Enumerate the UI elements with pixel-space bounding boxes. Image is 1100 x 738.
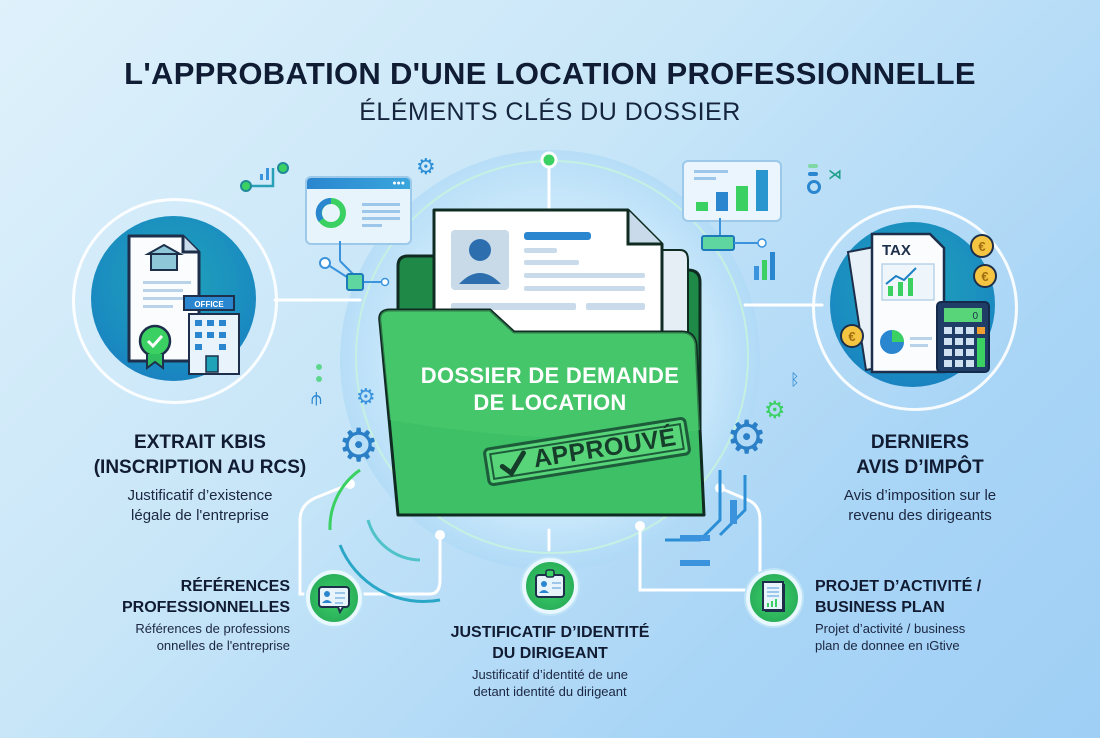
decor-ring bbox=[807, 180, 821, 194]
impot-title-line2: AVIS D’IMPÔT bbox=[856, 457, 984, 478]
references-title-line2: PROFESSIONNELLES bbox=[121, 599, 290, 616]
decor-dash bbox=[808, 164, 818, 168]
business-title-line2: BUSINESS PLAN bbox=[815, 599, 945, 616]
kbis-title-line2: (INSCRIPTION AU RCS) bbox=[93, 457, 307, 478]
kbis-description: Justificatif d’existence légale de l'ent… bbox=[60, 486, 340, 526]
folder-label: DOSSIER DE DEMANDE DE LOCATION bbox=[390, 362, 710, 416]
document-office-building-icon: OFFICE bbox=[127, 234, 240, 375]
impot-circle-ring bbox=[812, 205, 1018, 411]
decor-dot bbox=[316, 364, 322, 370]
gear-icon-small-left: ⚙ bbox=[356, 384, 376, 409]
decor-dot bbox=[316, 376, 322, 382]
kbis-desc-line1: Justificatif d’existence bbox=[127, 487, 273, 504]
gear-icon-green: ⚙ bbox=[764, 397, 786, 424]
office-sign-text: OFFICE bbox=[194, 300, 224, 309]
references-icon-circle bbox=[306, 570, 362, 626]
checkmark-icon bbox=[499, 449, 526, 477]
svg-text:€: € bbox=[978, 239, 985, 254]
impot-description: Avis d’imposition sur le revenu des diri… bbox=[780, 486, 1060, 526]
references-title: RÉFÉRENCES PROFESSIONNELLES bbox=[100, 576, 290, 618]
kbis-circle-ring bbox=[72, 198, 278, 404]
svg-text:€: € bbox=[848, 329, 855, 344]
identite-description: Justificatif d’identité de une detant id… bbox=[400, 666, 700, 700]
impot-desc-line1: Avis d’imposition sur le bbox=[843, 487, 997, 504]
mini-chart-connector-icon bbox=[240, 162, 289, 192]
business-desc-line1: Projet d’activité / business bbox=[815, 621, 966, 636]
bluetooth-icon: ᛒ bbox=[790, 372, 800, 389]
kbis-desc-line2: légale de l'entreprise bbox=[131, 507, 269, 524]
network-node-icon bbox=[319, 241, 390, 291]
identite-title-line2: DU DIRIGEANT bbox=[492, 645, 608, 662]
page-subtitle: ÉLÉMENTS CLÉS DU DOSSIER bbox=[359, 98, 741, 126]
connector-plug-icon: ⫛ bbox=[311, 388, 322, 408]
identite-desc-line2: detant identité du dirigeant bbox=[473, 684, 627, 699]
gear-icon: ⚙ bbox=[416, 154, 436, 179]
folder-label-line1: DOSSIER DE DEMANDE bbox=[420, 363, 680, 388]
id-badge-icon bbox=[535, 569, 565, 598]
folder-label-line2: DE LOCATION bbox=[473, 390, 627, 415]
bar-chart-window-icon bbox=[682, 160, 782, 222]
decor-network-icon: ⋊ bbox=[828, 166, 842, 182]
references-desc-line2: onnelles de l'entreprise bbox=[156, 638, 290, 653]
calculator-display: 0 bbox=[972, 311, 978, 322]
business-plan-chart-icon bbox=[762, 581, 785, 612]
impot-desc-line2: revenu des dirigeants bbox=[848, 507, 992, 524]
business-desc-line2: plan de donnee en ιGtive bbox=[815, 638, 960, 653]
references-description: Références de professions onnelles de l'… bbox=[90, 620, 290, 654]
identite-desc-line1: Justificatif d’identité de une bbox=[471, 667, 629, 682]
decor-dash bbox=[808, 172, 818, 176]
gear-icon-large-left: ⚙ bbox=[338, 419, 380, 471]
network-node-icon-right bbox=[701, 218, 775, 280]
page-title: L'APPROBATION D'UNE LOCATION PROFESSIONN… bbox=[124, 56, 976, 91]
contact-card-chat-icon bbox=[318, 586, 350, 615]
impot-icon-disc: TAX 0 € € € bbox=[830, 222, 997, 387]
tax-label: TAX bbox=[882, 242, 911, 259]
approved-stamp: APPROUVÉ bbox=[482, 416, 693, 487]
references-desc-line1: Références de professions bbox=[135, 621, 290, 636]
svg-text:€: € bbox=[981, 269, 988, 284]
gear-icon-large-right: ⚙ bbox=[726, 411, 768, 463]
business-title: PROJET D’ACTIVITÉ / BUSINESS PLAN bbox=[815, 576, 1055, 618]
kbis-icon-disc: OFFICE bbox=[91, 216, 256, 381]
references-title-line1: RÉFÉRENCES bbox=[180, 578, 290, 595]
business-icon-circle bbox=[746, 570, 802, 626]
business-title-line1: PROJET D’ACTIVITÉ / bbox=[815, 578, 982, 595]
identite-title-line1: JUSTIFICATIF D’IDENTITÉ bbox=[450, 624, 650, 641]
kbis-title-line1: EXTRAIT KBIS bbox=[134, 432, 266, 453]
impot-title: DERNIERS AVIS D’IMPÔT bbox=[780, 430, 1060, 480]
business-description: Projet d’activité / business plan de don… bbox=[815, 620, 1055, 654]
identite-title: JUSTIFICATIF D’IDENTITÉ DU DIRIGEANT bbox=[400, 622, 700, 664]
kbis-title: EXTRAIT KBIS (INSCRIPTION AU RCS) bbox=[60, 430, 340, 480]
identite-icon-circle bbox=[522, 558, 578, 614]
dashboard-window-icon: ●●● bbox=[305, 176, 412, 245]
tax-document-calculator-icon: TAX 0 € € € bbox=[840, 232, 997, 374]
impot-title-line1: DERNIERS bbox=[870, 432, 970, 453]
